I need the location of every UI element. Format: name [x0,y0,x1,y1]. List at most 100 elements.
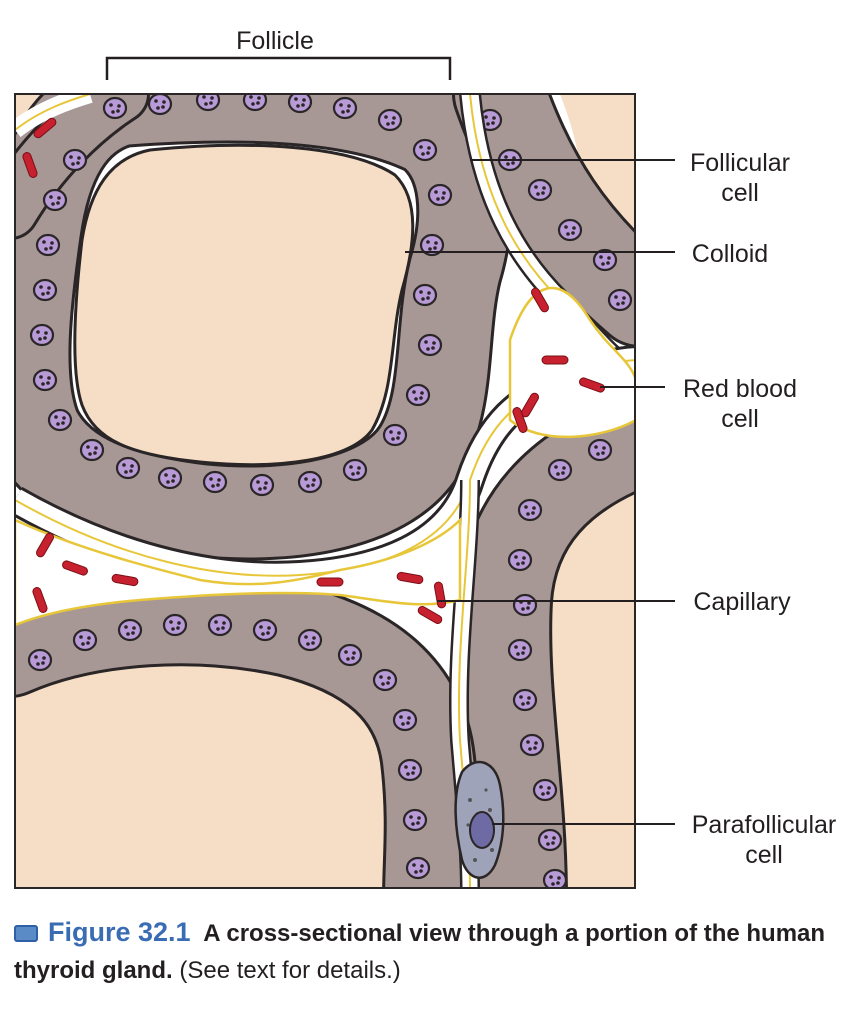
chromatin-dot [39,285,43,289]
chromatin-dot [47,376,51,380]
red-blood-cells [22,117,605,624]
chromatin-dot [547,786,551,790]
nucleus [382,423,408,447]
chromatin-dot [431,346,435,350]
chromatin-dot [36,662,40,666]
chromatin-dot [381,682,385,686]
chromatin-dot [514,555,518,559]
label-red-blood-cell-line1: Red blood [683,375,797,403]
nucleus [35,233,61,257]
figure-icon [14,925,38,942]
chromatin-dot [436,197,440,201]
chromatin-dot [601,451,605,455]
nucleus [587,438,613,462]
chromatin-dot [516,562,520,566]
chromatin-dot [594,445,598,449]
chromatin-dot [427,291,431,295]
chromatin-dot [56,422,60,426]
chromatin-dot [214,620,218,624]
nucleus [29,323,55,347]
chromatin-dot [426,296,430,300]
chromatin-dot [552,836,556,840]
red-blood-cell [36,532,54,558]
chromatin-dot [602,446,606,450]
chromatin-dot [176,626,180,630]
chromatin-dot [169,620,173,624]
chromatin-dot [566,232,570,236]
chromatin-dot [267,626,271,630]
chromatin-dot [426,151,430,155]
nucleus [297,470,323,494]
chromatin-dot [442,191,446,195]
chromatin-dot [117,104,121,108]
chromatin-dot [521,651,525,655]
chromatin-dot [301,103,305,107]
nucleus [162,613,188,637]
nucleus [332,96,358,120]
nucleus [207,613,233,637]
chromatin-dot [542,186,546,190]
chromatin-dot [351,472,355,476]
chromatin-dot [49,246,53,250]
chromatin-dot [56,201,60,205]
label-red-blood-cell-line2: cell [721,405,759,433]
thyroid-diagram [14,56,675,889]
figure-note: (See text for details.) [179,957,401,984]
nucleus [402,808,428,832]
chromatin-dot [419,145,423,149]
chromatin-dot [417,816,421,820]
chromatin-dot [41,382,45,386]
chromatin-dot [131,631,135,635]
red-blood-cell [33,117,57,139]
nucleus [115,456,141,480]
chromatin-dot [166,480,170,484]
chromatin-dot [47,286,51,290]
chromatin-dot [572,226,576,230]
chromatin-dot [424,340,428,344]
chromatin-dot [531,511,535,515]
nucleus [527,178,553,202]
chromatin-dot [551,841,555,845]
nucleus [62,148,88,172]
nucleus [397,758,423,782]
chromatin-dot [622,296,626,300]
nucleus [102,96,128,120]
chromatin-dot [209,477,213,481]
chromatin-dot [34,655,38,659]
chromatin-dot [399,715,403,719]
chromatin-dot [217,478,221,482]
chromatin-dot [412,390,416,394]
chromatin-dot [172,474,176,478]
figure-caption: Figure 32.1 A cross-sectional view throu… [14,914,844,989]
chromatin-dot [556,881,560,885]
chromatin-dot [532,506,536,510]
chromatin-dot [541,191,545,195]
label-red-blood-cell: Red blood cell [665,374,815,434]
chromatin-dot [419,869,423,873]
chromatin-dot [419,290,423,294]
chromatin-dot [88,452,92,456]
chromatin-dot [516,652,520,656]
chromatin-dot [258,487,262,491]
chromatin-dot [491,121,495,125]
label-capillary-text: Capillary [693,588,791,616]
chromatin-dot [161,105,165,109]
chromatin-dot [433,246,437,250]
chromatin-dot [384,115,388,119]
chromatin-dot [564,225,568,229]
nucleus [412,138,438,162]
red-blood-cell [111,573,139,587]
chromatin-dot [527,601,531,605]
chromatin-dot [546,791,550,795]
chromatin-dot [71,162,75,166]
chromatin-dot [420,864,424,868]
chromatin-dot [261,632,265,636]
nucleus [419,233,445,257]
chromatin-dot [387,676,391,680]
chromatin-dot [126,632,130,636]
chromatin-dot [521,607,525,611]
chromatin-dot [562,466,566,470]
chromatin-dot [41,661,45,665]
red-blood-cell [512,407,528,433]
red-blood-cell [541,355,569,365]
